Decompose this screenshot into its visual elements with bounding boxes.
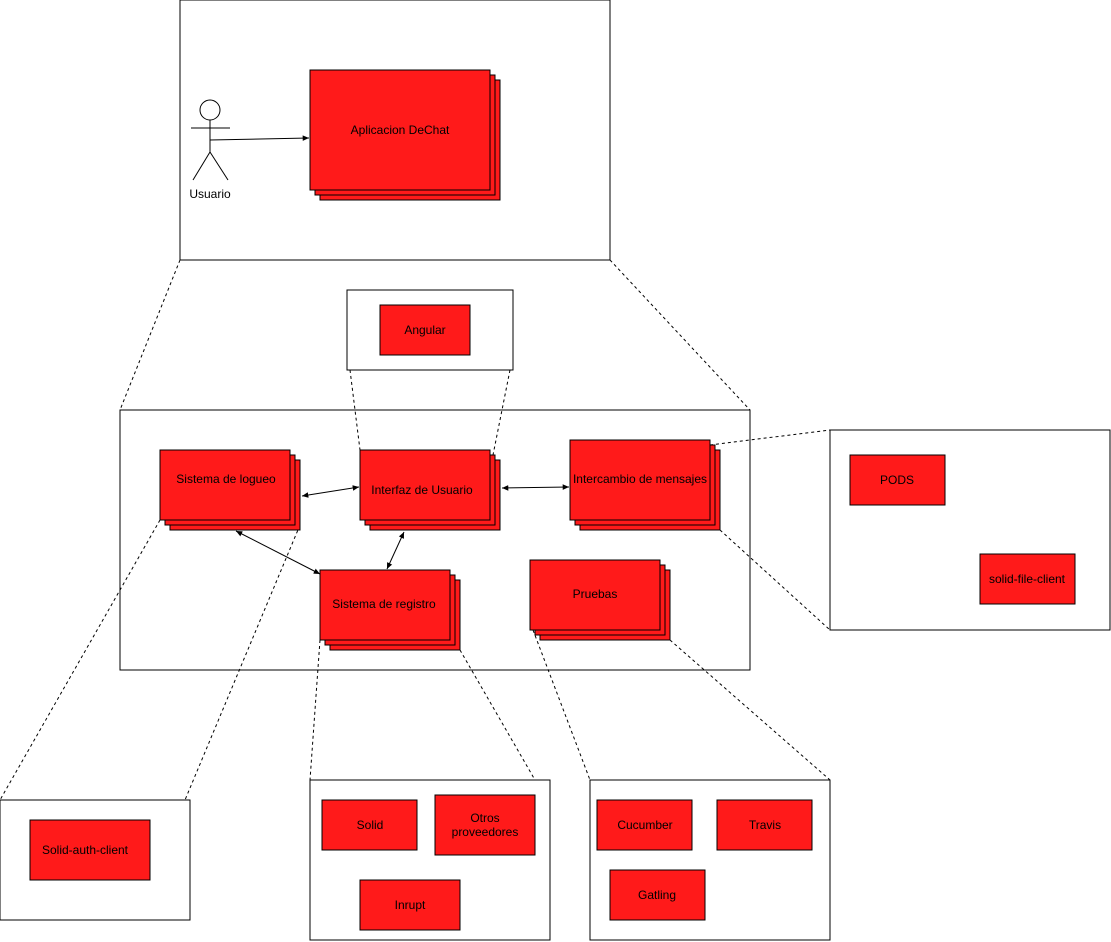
tests-module-box [529,559,671,641]
zoom-line [349,369,361,451]
registry-module-box [319,569,461,651]
solid-file-client-label: solid-file-client [989,572,1066,586]
solid-file-client-box [979,553,1076,605]
solid-provider-box [321,799,418,851]
zoom-line [609,259,751,411]
inrupt-box [359,879,461,931]
gatling-box [609,869,706,921]
zoom-line [492,369,511,456]
app-label: Aplicacion DeChat [351,123,450,137]
gatling-label: Gatling [638,888,676,902]
messages-module-box [569,439,721,531]
cucumber-label: Cucumber [617,818,672,832]
travis-label: Travis [749,818,781,832]
ui-module-box [359,449,501,531]
zoom-line [309,639,321,781]
other-providers-box [434,794,536,856]
app-box [309,69,501,201]
user-actor-icon [191,99,230,181]
ui-messages-arrow [501,484,570,491]
zoom-line [119,259,181,411]
tests-module-label: Pruebas [573,587,618,601]
zoom-line [709,429,831,446]
solid-auth-client-label: Solid-auth-client [42,843,129,857]
messages-module-label: Intercambio de mensajes [573,472,707,486]
pods-label: PODS [880,473,914,487]
zoom-line [532,629,591,781]
pods-box [849,454,946,506]
actor-to-app-arrow [209,135,310,141]
solid-auth-client-box [29,819,151,881]
zoom-line [719,529,831,631]
user-actor-label: Usuario [189,187,231,201]
ui-registry-arrow [386,531,405,570]
angular-label: Angular [404,323,445,337]
angular-box [379,304,471,356]
other-providers-label-line1: Otros [470,811,499,825]
zoom-line [459,649,536,781]
login-ui-arrow [301,485,360,498]
inrupt-label: Inrupt [395,898,426,912]
other-providers-label-line2: proveedores [452,825,519,839]
login-module-box [159,449,301,531]
travis-box [716,799,813,851]
cucumber-box [596,799,693,851]
registry-module-label: Sistema de registro [332,597,436,611]
login-registry-arrow [235,530,321,575]
ui-module-label: Interfaz de Usuario [371,483,473,497]
solid-provider-label: Solid [357,818,384,832]
login-module-label: Sistema de logueo [176,472,276,486]
